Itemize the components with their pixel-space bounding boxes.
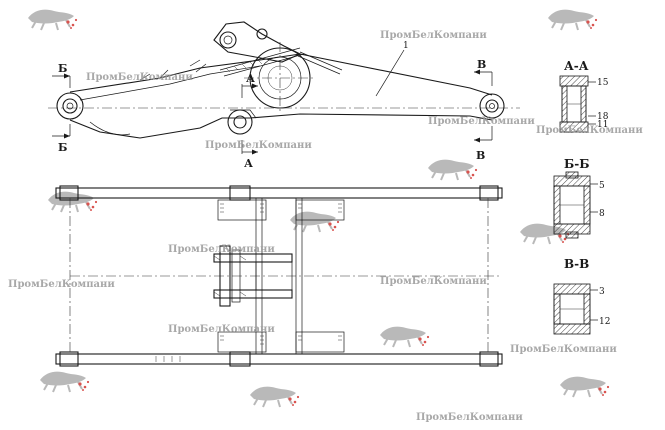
watermark-logo-icon bbox=[47, 190, 99, 213]
callout-3: 3 bbox=[599, 287, 605, 297]
watermark-logo-icon bbox=[27, 8, 79, 31]
callout-11: 11 bbox=[597, 120, 608, 130]
watermark-logo-icon bbox=[39, 370, 91, 393]
watermark-text: ПромБелКомпани bbox=[428, 116, 535, 127]
watermark-text: ПромБелКомпани bbox=[8, 279, 115, 290]
watermark-logo-icon bbox=[289, 210, 341, 233]
watermark-logo-icon bbox=[379, 325, 431, 348]
cut-mark-a-top: А bbox=[246, 72, 255, 85]
section-vv: В-В 3 12 bbox=[553, 257, 610, 335]
watermark-text: ПромБелКомпани bbox=[416, 412, 523, 423]
watermark-text: ПромБелКомпани bbox=[168, 244, 275, 255]
cut-mark-b-bottom: Б bbox=[58, 141, 67, 154]
section-aa: А-А 15 18 11 bbox=[559, 59, 609, 133]
callout-1: 1 bbox=[403, 41, 409, 51]
cut-mark-b-top: Б bbox=[58, 62, 67, 75]
watermark-texts: ПромБелКомпани ПромБелКомпани ПромБелКом… bbox=[8, 30, 643, 423]
watermark-text: ПромБелКомпани bbox=[510, 344, 617, 355]
plan-view bbox=[55, 185, 503, 367]
cut-mark-a-bottom: А bbox=[244, 157, 253, 170]
callout-15: 15 bbox=[597, 78, 609, 88]
section-aa-title: А-А bbox=[564, 59, 589, 73]
callout-5: 5 bbox=[599, 181, 605, 191]
watermark-text: ПромБелКомпани bbox=[205, 140, 312, 151]
watermark-text: ПромБелКомпани bbox=[380, 276, 487, 287]
watermark-text: ПромБелКомпани bbox=[380, 30, 487, 41]
cut-mark-v-bottom: В bbox=[476, 149, 485, 162]
watermark-text: ПромБелКомпани bbox=[168, 324, 275, 335]
watermark-text: ПромБелКомпани bbox=[536, 125, 643, 136]
side-view: 1 Б Б В В А А bbox=[48, 21, 520, 170]
cut-mark-v-top: В bbox=[477, 58, 486, 71]
section-bb-title: Б-Б bbox=[564, 157, 590, 171]
section-bb: Б-Б 5 8 bbox=[553, 157, 605, 239]
watermark-logo-icon bbox=[547, 8, 599, 31]
watermark-text: ПромБелКомпани bbox=[86, 72, 193, 83]
watermark-logo-icon bbox=[427, 158, 479, 181]
section-vv-title: В-В bbox=[564, 257, 589, 271]
watermark-logo-icon bbox=[559, 375, 611, 398]
watermark-logo-icon bbox=[249, 385, 301, 408]
callout-8: 8 bbox=[599, 209, 605, 219]
callout-12: 12 bbox=[599, 317, 610, 327]
callout-18: 18 bbox=[597, 112, 609, 122]
